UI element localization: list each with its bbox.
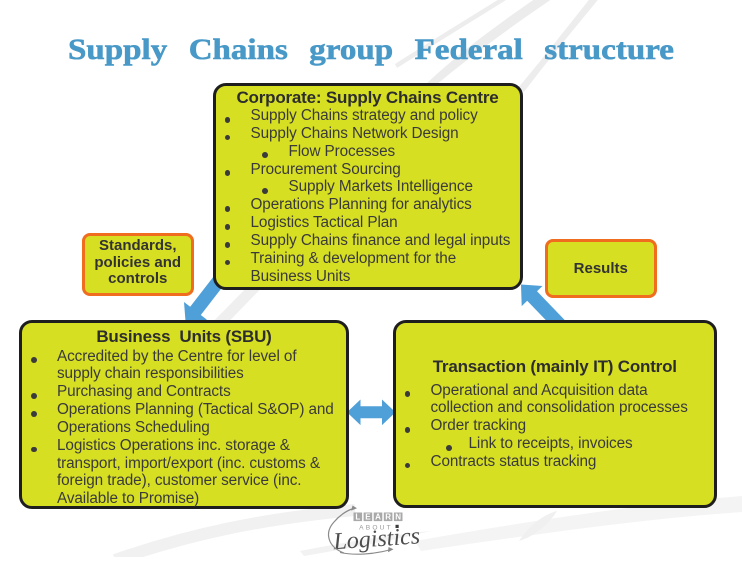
svg-text:ABOUT: ABOUT (359, 525, 393, 532)
svg-text:L: L (355, 513, 360, 522)
svg-text:A: A (375, 513, 381, 522)
svg-text:E: E (365, 513, 371, 522)
svg-text:Logistics: Logistics (332, 523, 421, 555)
svg-text:R: R (385, 513, 391, 522)
svg-text:N: N (395, 513, 401, 522)
